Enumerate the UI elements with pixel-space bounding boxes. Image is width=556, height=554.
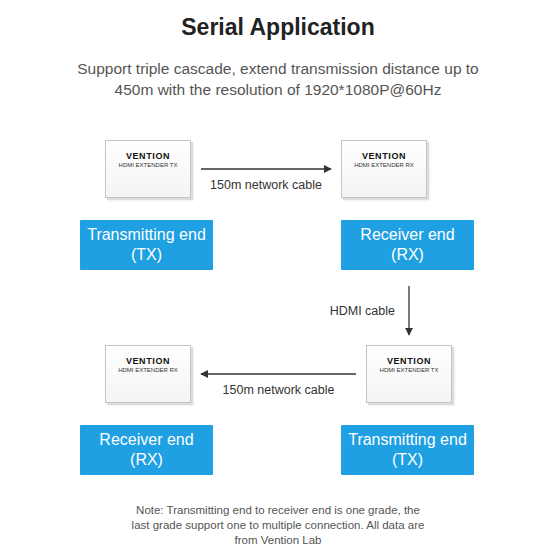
end-label: Receiver end (RX) [345, 225, 470, 265]
end-label: Transmitting end (TX) [345, 430, 470, 470]
end-label: Receiver end (RX) [84, 430, 209, 470]
cable-label: HDMI cable [328, 304, 397, 318]
cable-arrow [201, 373, 356, 374]
model-label: HDMI EXTENDER TX [367, 366, 451, 374]
title: Serial Application [0, 14, 556, 41]
brand-name: VENTION [367, 356, 451, 366]
extender-device: VENTIONHDMI EXTENDER TX [366, 345, 452, 403]
end-label: Transmitting end (TX) [84, 225, 209, 265]
subtitle: Support triple cascade, extend transmiss… [63, 58, 493, 100]
extender-device: VENTIONHDMI EXTENDER RX [341, 140, 427, 198]
brand-name: VENTION [106, 356, 190, 366]
cable-label: 150m network cable [208, 178, 324, 192]
extender-device: VENTIONHDMI EXTENDER TX [105, 140, 191, 198]
brand-name: VENTION [106, 151, 190, 161]
end-label-box: Transmitting end (TX) [341, 425, 474, 475]
cable-arrow [408, 286, 409, 335]
cable-label: 150m network cable [221, 383, 337, 397]
model-label: HDMI EXTENDER RX [106, 366, 190, 374]
extender-device: VENTIONHDMI EXTENDER RX [105, 345, 191, 403]
end-label-box: Transmitting end (TX) [80, 220, 213, 270]
brand-name: VENTION [342, 151, 426, 161]
model-label: HDMI EXTENDER TX [106, 161, 190, 169]
model-label: HDMI EXTENDER RX [342, 161, 426, 169]
end-label-box: Receiver end (RX) [80, 425, 213, 475]
end-label-box: Receiver end (RX) [341, 220, 474, 270]
note: Note: Transmitting end to receiver end i… [128, 503, 428, 548]
cable-arrow [201, 168, 331, 169]
